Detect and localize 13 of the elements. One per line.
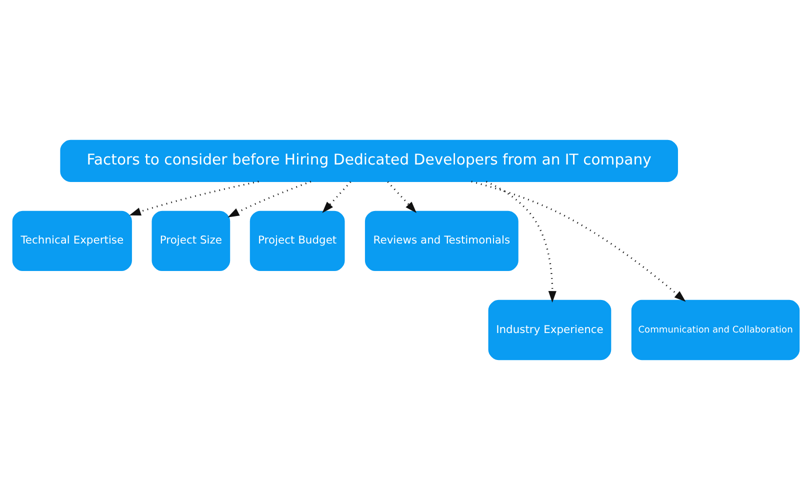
node-box: Industry Experience xyxy=(488,300,612,360)
node-box: Reviews and Testimonials xyxy=(364,210,518,272)
node-box: Project Budget xyxy=(250,210,345,272)
node-box: Factors to consider before Hiring Dedicated Developers from an IT company xyxy=(60,140,678,182)
arrow xyxy=(129,180,259,216)
arrow xyxy=(387,181,417,213)
arrow xyxy=(471,180,686,302)
node-box: Project Size xyxy=(152,210,230,272)
node-box: Technical Expertise xyxy=(12,210,132,272)
arrow xyxy=(228,180,312,218)
arrow xyxy=(322,181,352,213)
node-box: Communication and Collaboration xyxy=(631,300,800,360)
arrow xyxy=(486,180,556,303)
